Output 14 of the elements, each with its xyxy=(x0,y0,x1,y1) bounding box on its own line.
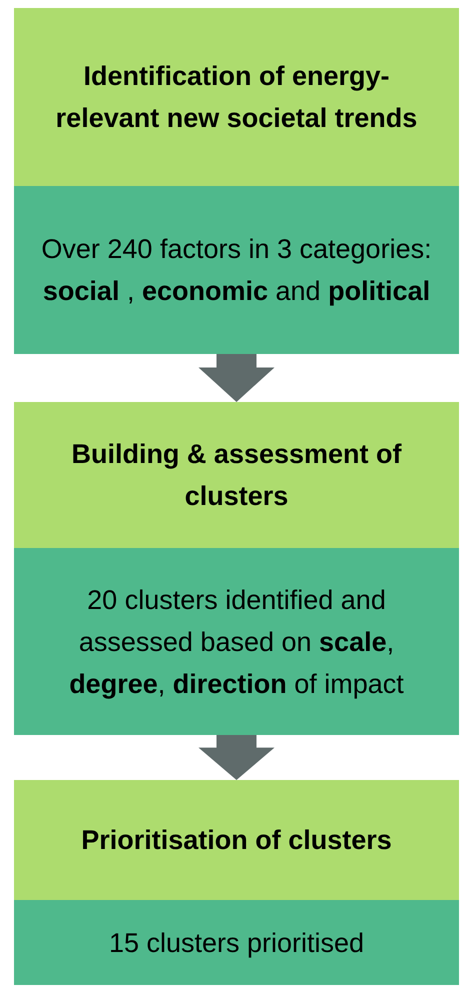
step-detail-box xyxy=(14,548,459,735)
step-description: Over 240 factors in 3 categories: social , economic and political xyxy=(40,233,433,308)
step-detail-box xyxy=(14,900,459,985)
block-arrow xyxy=(198,354,274,402)
step-heading-box xyxy=(14,8,459,186)
step-heading: Identification of energy-relevant new societal trends xyxy=(54,60,418,135)
block-arrow xyxy=(198,735,274,780)
step-heading: Building & assessment of clusters xyxy=(70,438,403,513)
step-heading: Prioritisation of clusters xyxy=(81,824,392,857)
step-heading-box xyxy=(14,780,459,900)
step-detail-box xyxy=(14,186,459,354)
step-description: 20 clusters identified and assessed based on scale, degree, direction of impact xyxy=(68,584,405,701)
step-description: 15 clusters prioritised xyxy=(108,926,364,960)
step-heading-box xyxy=(14,402,459,548)
